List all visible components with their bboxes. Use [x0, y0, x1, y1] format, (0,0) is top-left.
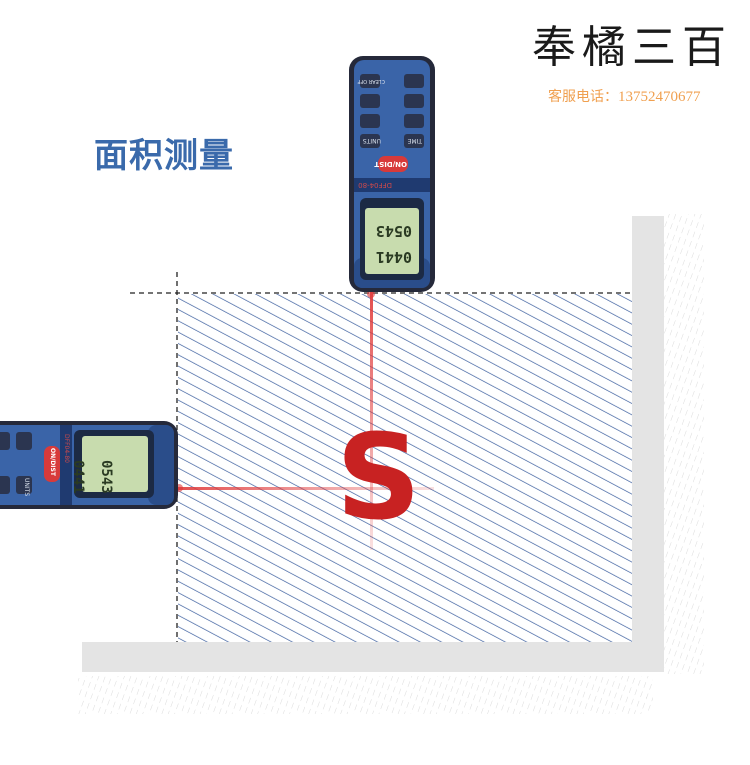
key-label-time: TIME — [407, 137, 422, 144]
on-dist-label: ON/DIST — [374, 160, 407, 168]
key-label-clear: CLEAR OFF — [357, 78, 385, 84]
lcd-screen — [365, 208, 419, 274]
lcd-screen — [82, 436, 148, 492]
hotline-number: 13752470677 — [618, 89, 701, 105]
hotline-label: 客服电话： — [548, 89, 618, 105]
area-symbol: S — [336, 408, 421, 546]
laser-rangefinder-left: 0441 0543 ON/DIST DFF04-80 UNITS — [0, 420, 178, 510]
laser-rangefinder-top: 0441 0543 DFF04-80 ON/DIST TIME UNITS CL… — [348, 56, 436, 292]
on-dist-key — [378, 156, 408, 172]
model-label: DFF04-80 — [63, 434, 70, 463]
model-label: DFF04-80 — [358, 181, 392, 189]
on-dist-key — [44, 446, 60, 482]
customer-hotline: 客服电话：13752470677 — [548, 86, 701, 106]
lcd-line-1: 0441 — [70, 460, 86, 494]
right-wall — [632, 216, 664, 672]
floor-texture — [78, 676, 653, 714]
laser-beam-horizontal — [176, 487, 434, 490]
lcd-line-2: 0543 — [375, 222, 412, 240]
laser-beam-vertical — [370, 292, 373, 550]
key-label-units: UNITS — [23, 478, 30, 497]
key-label-units: UNITS — [362, 137, 381, 144]
floor-wall — [82, 642, 664, 672]
lcd-line-1: 0441 — [375, 248, 412, 266]
wall-texture — [664, 214, 704, 674]
lcd-line-2: 0543 — [98, 460, 114, 494]
brand-logo: 奉橘三百 — [532, 22, 732, 73]
page-title: 面积测量 — [94, 136, 234, 176]
on-dist-label: ON/DIST — [49, 448, 56, 476]
hatched-area — [178, 294, 632, 642]
